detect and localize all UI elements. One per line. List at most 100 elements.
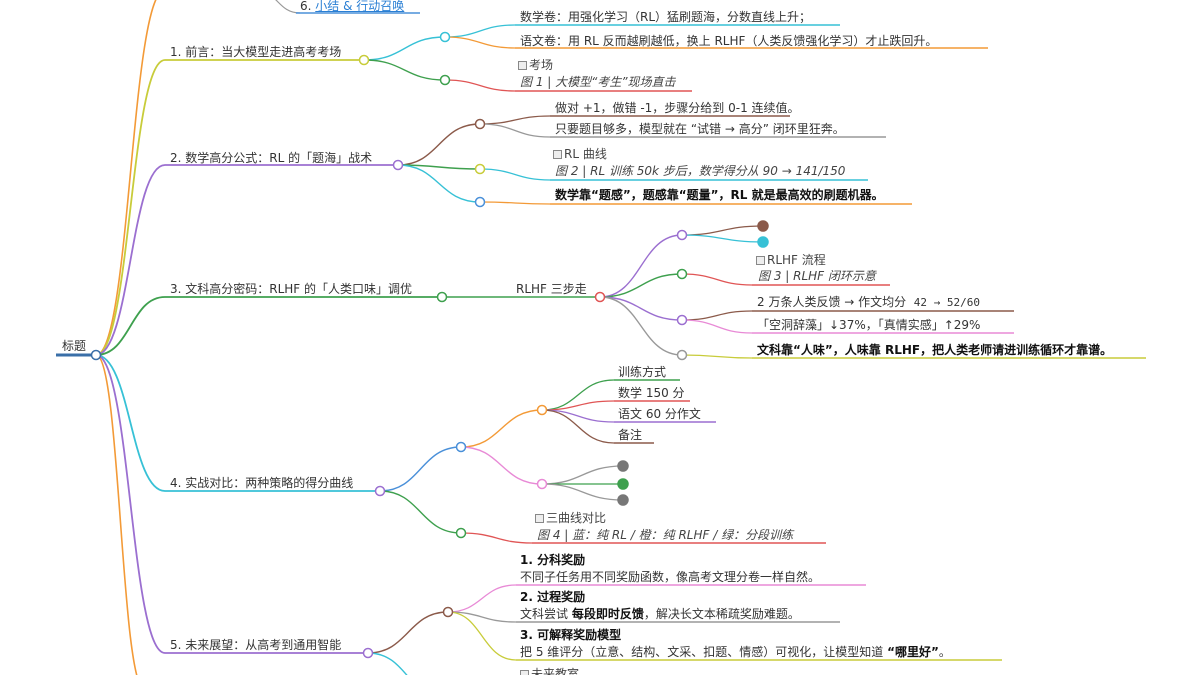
branch-2-caption[interactable]: 图 2 | RL 训练 50k 步后，数学得分从 90 → 141/150 <box>555 164 846 178</box>
connector <box>363 59 446 81</box>
node-handle[interactable] <box>436 291 448 303</box>
node-handle[interactable] <box>676 229 688 241</box>
branch-1-image: 考场 <box>518 57 553 73</box>
node-handle[interactable] <box>455 441 467 453</box>
node-handle[interactable] <box>676 314 688 326</box>
branch-2-item-2[interactable]: 只要题目够多，模型就在 “试错 → 高分” 闭环里狂奔。 <box>555 122 845 136</box>
node-handle[interactable] <box>358 54 370 66</box>
branch-3-label[interactable]: 3. 文科高分密码：RLHF 的「人类口味」调优 <box>170 282 413 296</box>
node-handle[interactable] <box>439 31 451 43</box>
node-handle[interactable] <box>442 606 454 618</box>
connector <box>479 123 551 138</box>
node-handle[interactable] <box>392 159 404 171</box>
connector <box>541 483 624 501</box>
root-node-handle[interactable] <box>90 349 102 361</box>
table-cell-notes[interactable]: 备注 <box>618 428 643 442</box>
node-handle[interactable] <box>474 196 486 208</box>
branch-4-caption[interactable]: 图 4 | 蓝：纯 RL / 橙：纯 RLHF / 绿：分段训练 <box>537 528 794 542</box>
node-handle[interactable] <box>474 118 486 130</box>
node-handle[interactable] <box>474 163 486 175</box>
branch-5-label[interactable]: 5. 未来展望：从高考到通用智能 <box>170 638 342 652</box>
desc-bold: 每段即时反馈 <box>571 607 644 621</box>
branch-4-label[interactable]: 4. 实战对比：两种策略的得分曲线 <box>170 476 354 490</box>
branch-7-connector <box>95 354 138 675</box>
table-cell-math[interactable]: 数学 150 分 <box>618 386 685 400</box>
branch-3-caption[interactable]: 图 3 | RLHF 闭环示意 <box>758 269 876 283</box>
branch-6-label: 6. <box>300 0 316 13</box>
node-handle[interactable] <box>757 236 769 248</box>
branch-3-stat-2[interactable]: 「空洞辞藻」↓37%，「真情实感」↑29% <box>757 318 981 332</box>
connector <box>367 611 449 654</box>
branch-5-point-3-title[interactable]: 3. 可解释奖励模型 <box>520 628 622 642</box>
desc-pre: 文科尝试 <box>520 607 572 621</box>
broken-image-icon <box>535 513 544 523</box>
branch-6-connector <box>95 0 157 356</box>
connector <box>367 652 408 675</box>
connector <box>444 24 516 38</box>
node-handle[interactable] <box>676 349 688 361</box>
branch-1-item-1[interactable]: 数学卷：用强化学习（RL）猛刷题海，分数直线上升； <box>520 10 812 24</box>
branch-5-point-3-desc[interactable]: 把 5 维评分（立意、结构、文采、扣题、情感）可视化，让模型知道 “哪里好”。 <box>520 644 951 660</box>
branch-3-connector <box>95 296 166 356</box>
connector <box>397 123 481 166</box>
branch-6-sub-connector <box>275 0 301 14</box>
node-handle[interactable] <box>617 460 629 472</box>
connector <box>460 409 543 448</box>
connector <box>541 379 615 411</box>
branch-5-image-alt: 未来教室 <box>531 667 580 675</box>
connector <box>397 164 481 203</box>
node-handle[interactable] <box>362 647 374 659</box>
branch-2-item-1[interactable]: 做对 +1，做错 -1，步骤分给到 0-1 连续值。 <box>555 101 800 115</box>
node-handle[interactable] <box>594 291 606 303</box>
branch-5-point-1-title[interactable]: 1. 分科奖励 <box>520 553 586 567</box>
connector <box>681 234 764 243</box>
table-cell-method[interactable]: 训练方式 <box>618 365 667 379</box>
node-handle[interactable] <box>439 74 451 86</box>
connector <box>447 611 517 623</box>
branch-5-image: 未来教室 <box>520 666 579 675</box>
branch-2-image-alt: RL 曲线 <box>564 147 607 161</box>
branch-2-label[interactable]: 2. 数学高分公式：RL 的「题海」战术 <box>170 151 373 165</box>
connector <box>447 584 517 613</box>
node-handle[interactable] <box>676 268 688 280</box>
connector <box>379 446 462 492</box>
connector <box>460 446 543 485</box>
broken-image-icon <box>518 60 527 70</box>
connector <box>681 225 764 236</box>
branch-6-node[interactable]: 6. 小结 & 行动召唤 <box>300 0 404 14</box>
branch-4-image-alt: 三曲线对比 <box>546 511 607 525</box>
node-handle[interactable] <box>617 478 629 490</box>
desc-post: ，解决长文本稀疏奖励难题。 <box>643 607 800 621</box>
desc-bold: “哪里好” <box>887 645 939 659</box>
node-handle[interactable] <box>455 527 467 539</box>
branch-5-connector <box>95 354 166 654</box>
connector <box>479 115 551 125</box>
branch-1-item-2[interactable]: 语文卷：用 RL 反而越刷越低，换上 RLHF（人类反馈强化学习）才止跌回升。 <box>520 34 938 48</box>
broken-image-icon <box>520 669 529 675</box>
node-handle[interactable] <box>757 220 769 232</box>
branch-2-summary[interactable]: 数学靠“题感”，题感靠“题量”，RL 就是最高效的刷题机器。 <box>555 188 884 202</box>
node-handle[interactable] <box>536 404 548 416</box>
branch-1-connector <box>95 59 166 356</box>
branch-5-point-1-desc[interactable]: 不同子任务用不同奖励函数，像高考文理分卷一样自然。 <box>520 570 821 584</box>
table-cell-chinese[interactable]: 语文 60 分作文 <box>618 407 701 421</box>
branch-5-point-2-title[interactable]: 2. 过程奖励 <box>520 590 586 604</box>
branch-2-connector <box>95 164 166 356</box>
connector <box>681 310 753 321</box>
node-handle[interactable] <box>374 485 386 497</box>
root-node-label[interactable]: 标题 <box>62 339 87 353</box>
branch-6-link[interactable]: 小结 & 行动召唤 <box>315 0 405 13</box>
node-handle[interactable] <box>617 494 629 506</box>
branch-1-caption[interactable]: 图 1 | 大模型“考生”现场直击 <box>520 75 676 89</box>
connector <box>460 532 533 544</box>
branch-5-point-2-desc[interactable]: 文科尝试 每段即时反馈，解决长文本稀疏奖励难题。 <box>520 606 800 622</box>
connector <box>541 409 615 444</box>
branch-3-sub-label[interactable]: RLHF 三步走 <box>516 282 587 296</box>
connector <box>599 296 683 356</box>
branch-3-stat-1[interactable]: 2 万条人类反馈 → 作文均分 42 → 52/60 <box>757 294 980 311</box>
branch-3-summary[interactable]: 文科靠“人味”，人味靠 RLHF，把人类老师请进训练循环才靠谱。 <box>757 343 1113 357</box>
branch-2-image: RL 曲线 <box>553 146 607 162</box>
node-handle[interactable] <box>536 478 548 490</box>
branch-1-label[interactable]: 1. 前言：当大模型走进高考考场 <box>170 45 342 59</box>
